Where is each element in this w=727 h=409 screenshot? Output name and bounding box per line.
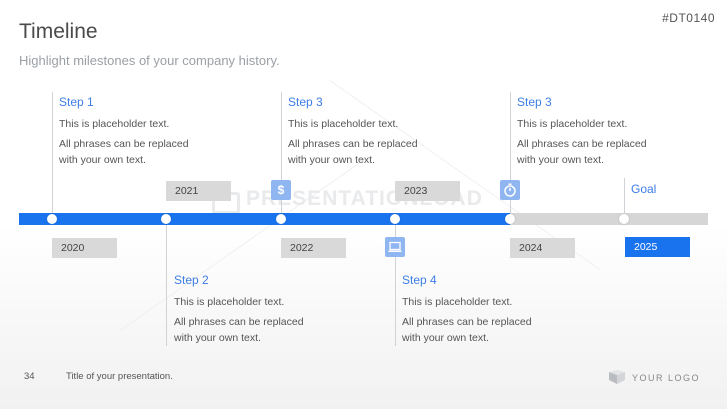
timeline-dot bbox=[276, 214, 286, 224]
slide-code: #DT0140 bbox=[662, 11, 715, 25]
page-subtitle: Highlight milestones of your company his… bbox=[19, 53, 280, 68]
step-text: This is placeholder text. bbox=[59, 118, 170, 130]
step-card: Step 3 This is placeholder text. All phr… bbox=[517, 95, 667, 168]
step-card: Step 1 This is placeholder text. All phr… bbox=[59, 95, 209, 168]
connector-line bbox=[166, 218, 167, 346]
step-card: Step 3 This is placeholder text. All phr… bbox=[288, 95, 438, 168]
step-text: This is placeholder text. bbox=[402, 296, 513, 308]
year-label: 2020 bbox=[52, 238, 117, 258]
step-card: Step 2 This is placeholder text. All phr… bbox=[174, 273, 324, 346]
goal-label: Goal bbox=[631, 182, 657, 196]
year-label: 2023 bbox=[395, 181, 460, 201]
step-text: All phrases can be replaced with your ow… bbox=[288, 138, 418, 166]
step-text: This is placeholder text. bbox=[288, 118, 399, 130]
year-label: 2021 bbox=[166, 181, 231, 201]
year-label: 2024 bbox=[510, 238, 575, 258]
logo-text: YOUR LOGO bbox=[632, 373, 701, 383]
step-title: Step 3 bbox=[517, 95, 552, 109]
step-title: Step 3 bbox=[288, 95, 323, 109]
timeline-dot bbox=[161, 214, 171, 224]
step-text: All phrases can be replaced with your ow… bbox=[517, 138, 647, 166]
step-title: Step 2 bbox=[174, 273, 209, 287]
connector-line bbox=[52, 92, 53, 218]
connector-line bbox=[395, 218, 396, 346]
connector-line bbox=[510, 92, 511, 218]
stopwatch-icon bbox=[500, 180, 520, 200]
dollar-icon: $ bbox=[271, 180, 291, 200]
page-title: Timeline bbox=[19, 20, 98, 43]
timeline-dot bbox=[390, 214, 400, 224]
timeline-remaining-track bbox=[510, 213, 708, 225]
year-label: 2022 bbox=[281, 238, 346, 258]
connector-line bbox=[281, 92, 282, 218]
step-text: All phrases can be replaced with your ow… bbox=[402, 316, 532, 344]
connector-line bbox=[624, 178, 625, 218]
goal-year-label: 2025 bbox=[625, 237, 690, 257]
presentation-title: Title of your presentation. bbox=[66, 371, 173, 382]
page-number: 34 bbox=[24, 371, 35, 382]
step-text: This is placeholder text. bbox=[174, 296, 285, 308]
step-text: This is placeholder text. bbox=[517, 118, 628, 130]
laptop-icon bbox=[385, 237, 405, 257]
logo-icon bbox=[609, 370, 625, 389]
timeline-dot bbox=[505, 214, 515, 224]
timeline-progress-track bbox=[19, 213, 510, 225]
timeline-dot bbox=[47, 214, 57, 224]
step-card: Step 4 This is placeholder text. All phr… bbox=[402, 273, 552, 346]
timeline-dot bbox=[619, 214, 629, 224]
step-text: All phrases can be replaced with your ow… bbox=[59, 138, 189, 166]
step-title: Step 1 bbox=[59, 95, 94, 109]
step-title: Step 4 bbox=[402, 273, 437, 287]
step-text: All phrases can be replaced with your ow… bbox=[174, 316, 304, 344]
